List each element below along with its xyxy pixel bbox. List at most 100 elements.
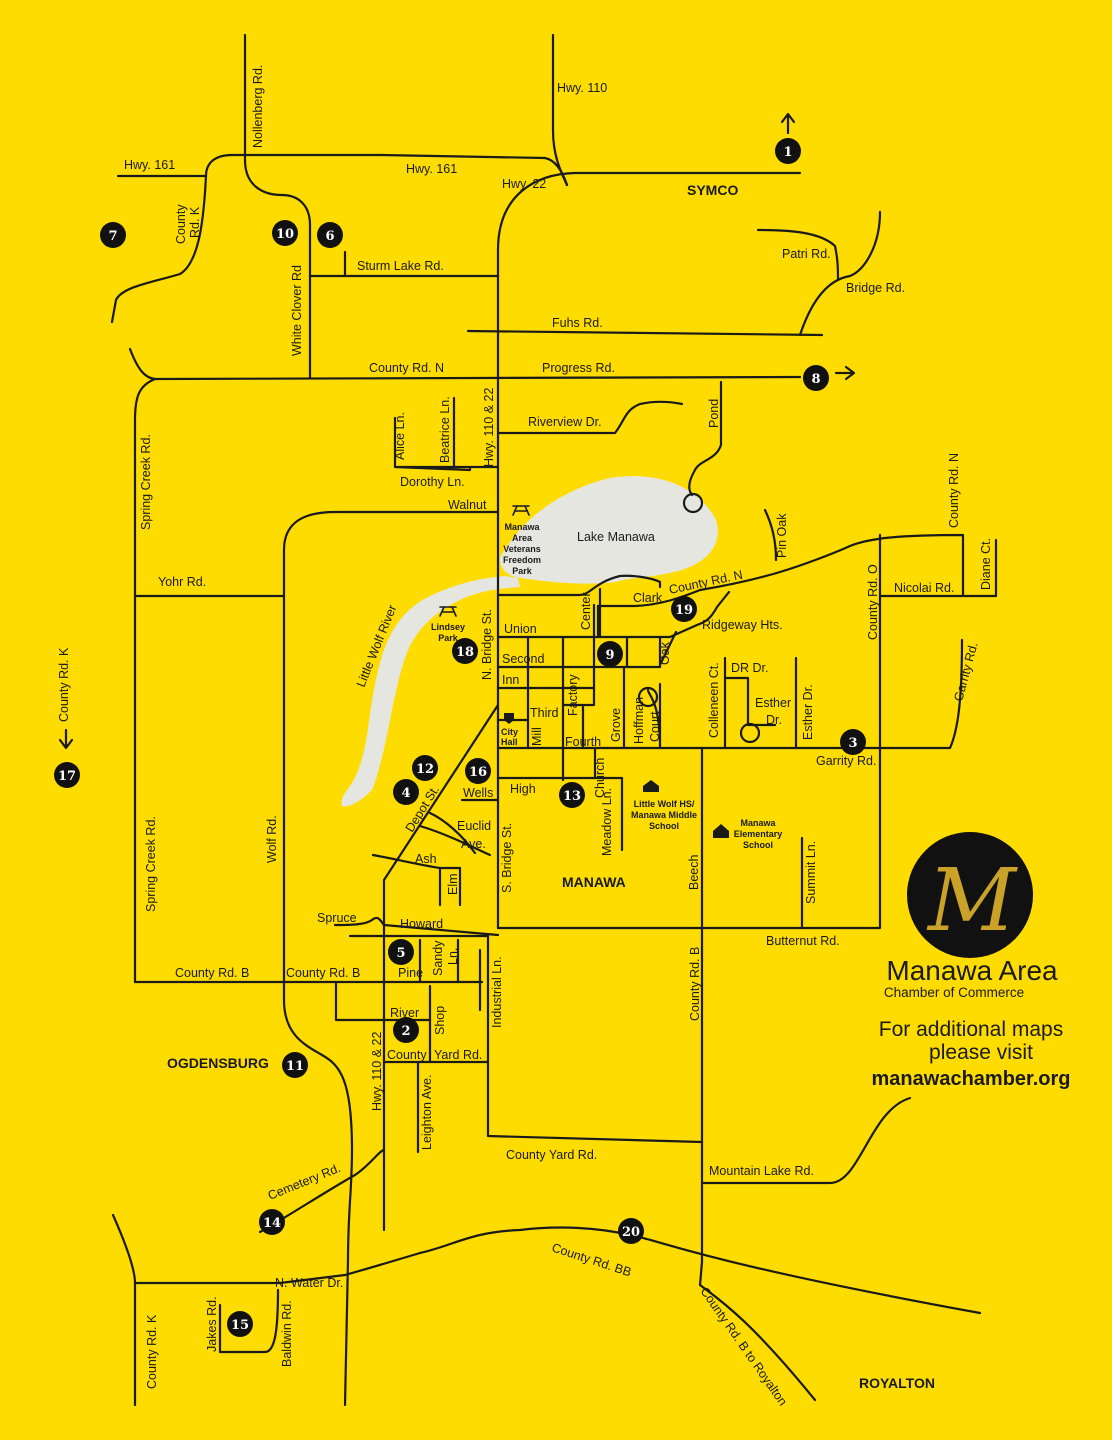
road-label-county-k-top-b: Rd. K	[188, 206, 202, 238]
svg-text:15: 15	[231, 1318, 249, 1333]
marker-17[interactable]: 17	[54, 762, 80, 788]
svg-text:10: 10	[276, 227, 294, 242]
road-label-progress: Progress Rd.	[542, 361, 615, 375]
road-label-garrity-rd: Garrity Rd.	[816, 754, 876, 768]
road-label-summit: Summit Ln.	[804, 841, 818, 904]
road-label-spring-creek-north: Spring Creek Rd.	[139, 434, 153, 530]
road-label-county-b-b: County Rd. B	[286, 966, 360, 980]
road-label-n-water: N. Water Dr.	[275, 1276, 343, 1290]
marker-16[interactable]: 16	[465, 758, 491, 784]
road-label-spruce: Spruce	[317, 911, 357, 925]
road-label-sturm-lake: Sturm Lake Rd.	[357, 259, 444, 273]
marker-7[interactable]: 7	[100, 222, 126, 248]
road-label-yohr: Yohr Rd.	[158, 575, 206, 589]
svg-text:2: 2	[401, 1024, 410, 1039]
marker-14[interactable]: 14	[259, 1209, 285, 1235]
info-line-2: please visit	[929, 1041, 1033, 1064]
town-ogdensburg: OGDENSBURG	[167, 1055, 269, 1071]
road-label-county-n-east: County Rd. N	[947, 453, 961, 528]
marker-12[interactable]: 12	[412, 755, 438, 781]
marker-2[interactable]: 2	[393, 1017, 419, 1043]
high-school-line-3: School	[649, 821, 679, 831]
logo-circle	[907, 832, 1033, 958]
road-label-grove: Grove	[609, 708, 623, 742]
info-line-1: For additional maps	[879, 1018, 1063, 1041]
picnic-table-icon	[512, 505, 530, 516]
veterans-park: Manawa Area Veterans Freedom Park	[503, 505, 541, 576]
road-label-jakes: Jakes Rd.	[205, 1296, 219, 1352]
road-network	[110, 33, 998, 1407]
marker-5[interactable]: 5	[388, 939, 414, 965]
road-label-county-n: County Rd. N	[369, 361, 444, 375]
water-features	[341, 476, 718, 807]
road-label-esther-b: Dr.	[766, 713, 782, 727]
marker-15[interactable]: 15	[227, 1311, 253, 1337]
road-label-alice: Alice Ln.	[393, 412, 407, 460]
road-label-industrial: Industrial Ln.	[490, 956, 504, 1028]
svg-text:11: 11	[286, 1059, 304, 1074]
marker-10[interactable]: 10	[272, 220, 298, 246]
marker-9[interactable]: 9	[597, 641, 623, 667]
road-label-dorothy: Dorothy Ln.	[400, 475, 465, 489]
road-label-hwy110: Hwy. 110	[557, 81, 607, 95]
elementary-line-3: School	[743, 840, 773, 850]
marker-6[interactable]: 6	[317, 222, 343, 248]
road-label-hoffman: Hoffman	[632, 697, 646, 744]
road-label-hwy22: Hwy. 22	[502, 177, 546, 191]
logo-monogram: M	[926, 851, 1018, 951]
road-label-union: Union	[504, 622, 537, 636]
badge-icon	[504, 713, 514, 724]
road-label-pin-oak: Pin Oak	[775, 513, 789, 558]
elementary-line-2: Elementary	[734, 829, 783, 839]
marker-18[interactable]: 18	[452, 638, 478, 664]
lindsey-park-line-2: Park	[438, 633, 459, 643]
marker-4[interactable]: 4	[393, 779, 419, 805]
road-label-bridge-rd: Bridge Rd.	[846, 281, 905, 295]
high-school: Little Wolf HS/ Manawa Middle School	[631, 780, 697, 831]
road-label-butternut: Butternut Rd.	[766, 934, 840, 948]
road-label-oak: Oak	[658, 641, 672, 665]
veterans-park-line-2: Area	[512, 533, 533, 543]
website-link[interactable]: manawachamber.org	[872, 1068, 1071, 1090]
marker-8[interactable]: 8	[803, 365, 829, 391]
veterans-park-line-3: Veterans	[503, 544, 541, 554]
road-label-mill: Mill	[530, 727, 544, 746]
road-label-county-yard: County Yard Rd.	[506, 1148, 597, 1162]
marker-20[interactable]: 20	[618, 1218, 644, 1244]
road-label-second: Second	[502, 652, 544, 666]
road-label-elm: Elm	[446, 873, 460, 895]
veterans-park-line-5: Park	[512, 566, 533, 576]
logo-name: Manawa Area	[886, 955, 1058, 986]
school-icon	[713, 824, 729, 838]
arrow-up-icon	[780, 112, 796, 135]
road-label-euclid: Euclid	[457, 819, 491, 833]
high-school-line-1: Little Wolf HS/	[634, 799, 695, 809]
road-label-county-k-southwest: County Rd. K	[145, 1314, 159, 1389]
city-hall: City Hall	[501, 713, 518, 747]
arrow-down-icon	[58, 728, 74, 750]
svg-text:20: 20	[622, 1225, 640, 1240]
marker-11[interactable]: 11	[282, 1052, 308, 1078]
road-label-beatrice: Beatrice Ln.	[438, 396, 452, 463]
svg-text:12: 12	[416, 762, 434, 777]
road-label-hwy161-a: Hwy. 161	[124, 158, 175, 172]
veterans-park-line-4: Freedom	[503, 555, 541, 565]
school-icon	[643, 780, 659, 792]
road-label-shop: Shop	[433, 1006, 447, 1035]
logo-subtitle: Chamber of Commerce	[884, 985, 1024, 1000]
road-label-nollenberg: Nollenberg Rd.	[251, 65, 265, 148]
road-label-church: Church	[593, 758, 607, 798]
marker-1[interactable]: 1	[775, 138, 801, 164]
road-label-pond: Pond	[707, 399, 721, 428]
svg-text:7: 7	[108, 229, 117, 244]
city-hall-line-1: City	[501, 727, 518, 737]
road-label-nicolai: Nicolai Rd.	[894, 581, 954, 595]
marker-3[interactable]: 3	[840, 729, 866, 755]
road-label-ave: Ave.	[461, 837, 486, 851]
road-label-county-yard-b: Yard Rd.	[434, 1048, 482, 1062]
road-label-howard: Howard	[400, 917, 443, 931]
marker-13[interactable]: 13	[559, 782, 585, 808]
road-label-dr-dr: DR Dr.	[731, 661, 769, 675]
marker-19[interactable]: 19	[671, 596, 697, 622]
